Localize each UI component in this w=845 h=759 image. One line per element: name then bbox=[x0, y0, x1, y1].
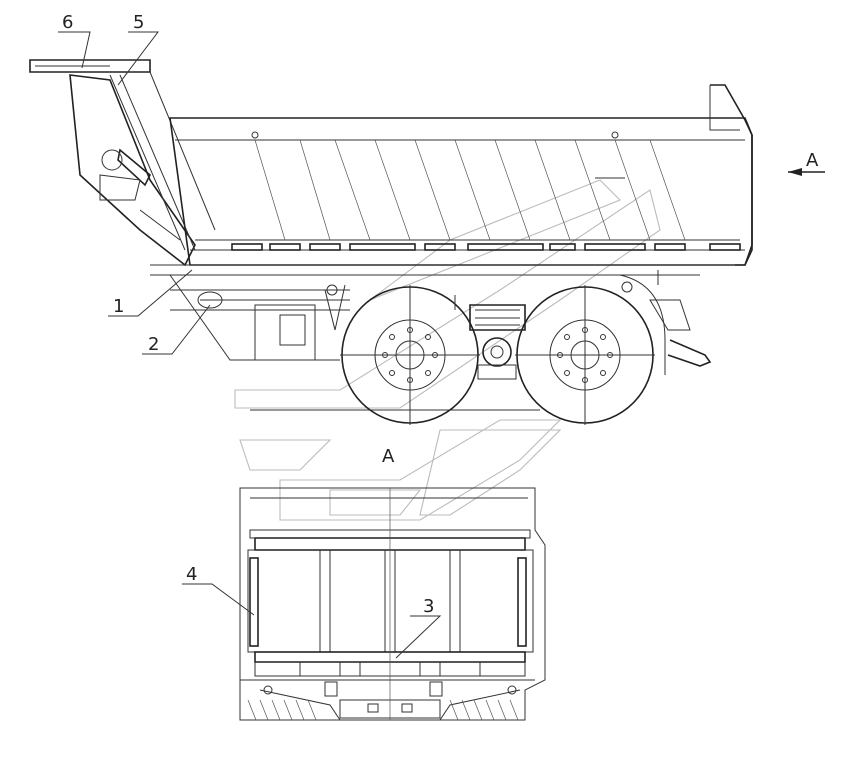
callout-3: 3 bbox=[423, 596, 434, 617]
arrow-label: A bbox=[806, 150, 819, 171]
chassis-frame bbox=[150, 264, 745, 276]
body-slots bbox=[231, 243, 741, 251]
view-a: A bbox=[239, 446, 546, 721]
side-view: A bbox=[29, 59, 825, 425]
callout-4: 4 bbox=[186, 564, 197, 585]
suspension bbox=[454, 295, 526, 380]
callout-2: 2 bbox=[148, 334, 159, 355]
tailgate-frame bbox=[69, 74, 196, 267]
callout-6: 6 bbox=[62, 12, 73, 33]
front-wheel bbox=[515, 285, 655, 425]
watermark-logo bbox=[234, 179, 661, 521]
view-arrow-a: A bbox=[788, 150, 825, 176]
callouts: 6 5 1 2 4 3 bbox=[58, 12, 442, 659]
callout-5: 5 bbox=[133, 12, 144, 33]
rear-wheel bbox=[340, 285, 480, 425]
view-label: A bbox=[382, 446, 395, 467]
callout-1: 1 bbox=[113, 296, 124, 317]
